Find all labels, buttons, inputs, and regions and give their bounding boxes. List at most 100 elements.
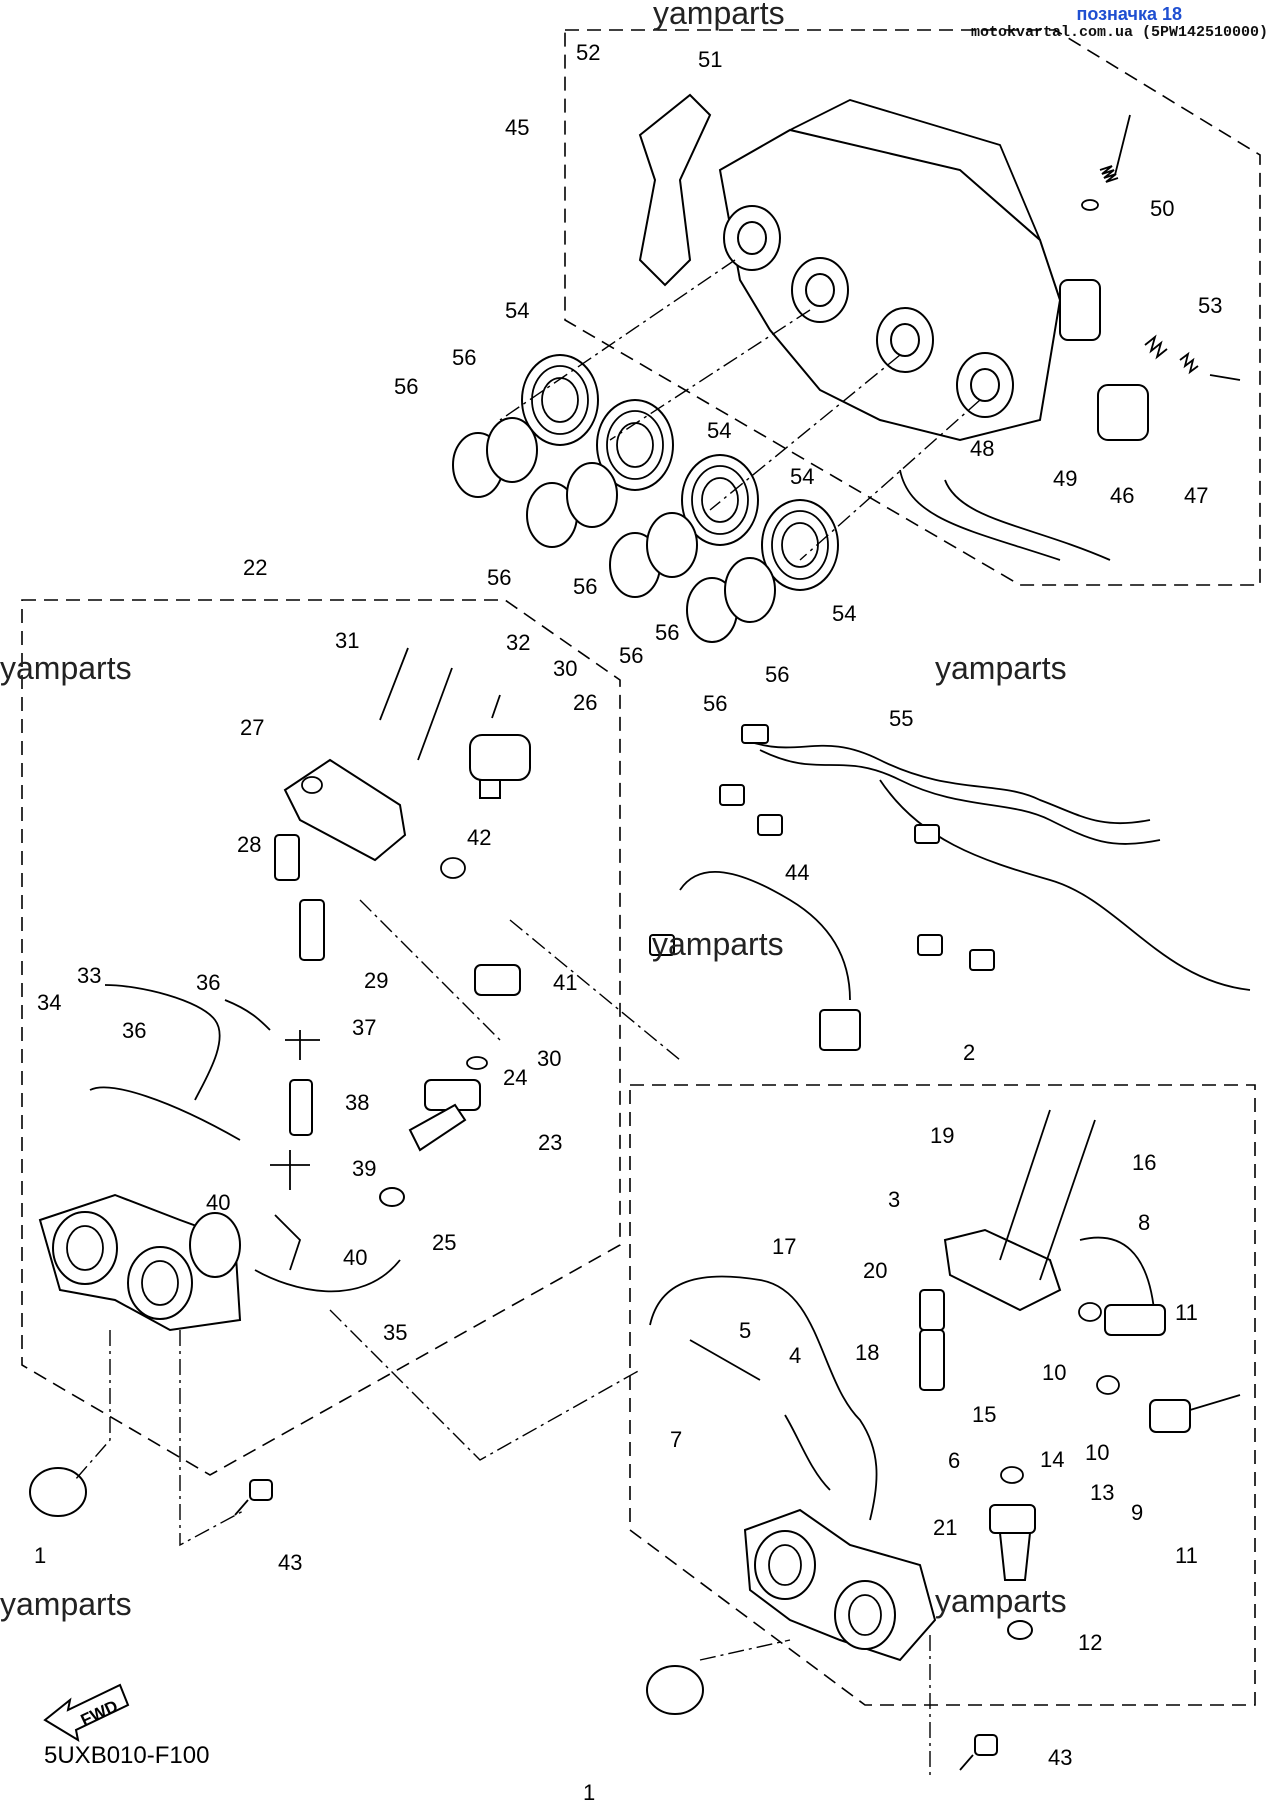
callout-43b: 43 <box>1048 1745 1072 1770</box>
throttle-body-assembly <box>718 99 1101 442</box>
callout-36: 36 <box>196 970 220 995</box>
diagram-code: 5UXB010-F100 <box>44 1742 210 1769</box>
callout-24: 24 <box>503 1065 527 1090</box>
hoses-33-36-35 <box>89 984 401 1293</box>
callout-56a: 56 <box>394 374 418 399</box>
callout-1: 1 <box>34 1543 46 1568</box>
callout-50: 50 <box>1150 196 1174 221</box>
o-ring-1-right <box>646 1665 704 1715</box>
callout-2: 2 <box>963 1040 975 1065</box>
callout-48: 48 <box>970 436 994 461</box>
callout-46: 46 <box>1110 483 1134 508</box>
injector-23 <box>379 1056 488 1207</box>
callout-56g: 56 <box>703 691 727 716</box>
callout-42: 42 <box>467 825 491 850</box>
watermarks: yamparts yamparts yamparts yamparts yamp… <box>0 0 1067 1622</box>
callout-53: 53 <box>1198 293 1222 318</box>
callout-31: 31 <box>335 628 359 653</box>
callout-54d: 54 <box>832 601 856 626</box>
callout-1b: 1 <box>583 1780 595 1800</box>
callout-19: 19 <box>930 1123 954 1148</box>
callout-15: 15 <box>972 1402 996 1427</box>
joints-37-39-40 <box>270 1030 320 1271</box>
watermark-mid: yamparts <box>652 926 784 962</box>
callout-49: 49 <box>1053 466 1077 491</box>
fuel-rail-3 <box>943 1109 1096 1312</box>
hose-49 <box>944 479 1111 561</box>
hoses-17-7-21 <box>649 1275 945 1521</box>
callout-43: 43 <box>278 1550 302 1575</box>
bracket-51 <box>638 93 712 287</box>
injector-13 <box>989 1466 1036 1640</box>
group-box-22 <box>21 599 621 1476</box>
callout-14: 14 <box>1040 1447 1064 1472</box>
watermark-bottom-right: yamparts <box>935 1583 1067 1619</box>
callout-32: 32 <box>506 630 530 655</box>
callout-37: 37 <box>352 1015 376 1040</box>
o-ring-10b <box>1096 1375 1120 1395</box>
callout-22: 22 <box>243 555 267 580</box>
callout-30: 30 <box>553 656 577 681</box>
group-box-45 <box>564 29 1261 586</box>
callout-44: 44 <box>785 860 809 885</box>
sub-harness-44 <box>649 870 861 1051</box>
bolt-43-right <box>959 1734 998 1771</box>
intake-manifold-right <box>743 1508 937 1662</box>
callout-34: 34 <box>37 990 61 1015</box>
callout-39: 39 <box>352 1156 376 1181</box>
callout-23: 23 <box>538 1130 562 1155</box>
watermark-top: yamparts <box>653 0 785 31</box>
watermark-bottom-left: yamparts <box>0 1586 132 1622</box>
callout-55: 55 <box>889 706 913 731</box>
callout-54a: 54 <box>505 298 529 323</box>
callout-56f: 56 <box>655 620 679 645</box>
o-ring-10 <box>1078 1302 1102 1322</box>
callout-28: 28 <box>237 832 261 857</box>
pressure-regulator-26 <box>469 734 531 799</box>
fuel-rail-27 <box>283 758 407 862</box>
callout-51: 51 <box>698 47 722 72</box>
callout-10b: 10 <box>1085 1440 1109 1465</box>
callout-9: 9 <box>1131 1500 1143 1525</box>
callout-18: 18 <box>855 1340 879 1365</box>
callout-56e: 56 <box>619 643 643 668</box>
callout-20: 20 <box>863 1258 887 1283</box>
hose-8 <box>1079 1236 1166 1336</box>
callout-8: 8 <box>1138 1210 1150 1235</box>
callout-36b: 36 <box>122 1018 146 1043</box>
header-site: motokvartal.com.ua (5PW142510000) <box>970 24 1268 41</box>
fwd-arrow-icon: FWD <box>43 1683 130 1743</box>
callout-30b: 30 <box>537 1046 561 1071</box>
bolt-43-left <box>234 1479 273 1516</box>
callout-21: 21 <box>933 1515 957 1540</box>
callout-10: 10 <box>1042 1360 1066 1385</box>
callout-54c: 54 <box>790 464 814 489</box>
screw-spring-53 <box>1144 334 1241 381</box>
callout-56c: 56 <box>487 565 511 590</box>
watermark-right: yamparts <box>935 650 1067 686</box>
callout-26: 26 <box>573 690 597 715</box>
callouts: 1 1 2 3 4 5 6 7 8 9 10 10 11 11 12 13 14… <box>34 40 1222 1800</box>
callout-13: 13 <box>1090 1480 1114 1505</box>
intake-manifold-left <box>38 1193 242 1332</box>
callout-5: 5 <box>739 1318 751 1343</box>
callout-35: 35 <box>383 1320 407 1345</box>
callout-56h: 56 <box>765 662 789 687</box>
callout-40: 40 <box>206 1190 230 1215</box>
callout-52: 52 <box>576 40 600 65</box>
hose-28 <box>274 834 300 881</box>
callout-17: 17 <box>772 1234 796 1259</box>
guide-lines <box>74 259 981 1780</box>
callout-40b: 40 <box>343 1245 367 1270</box>
callout-54b: 54 <box>707 418 731 443</box>
callout-4: 4 <box>789 1343 801 1368</box>
callout-33: 33 <box>77 963 101 988</box>
sensor-46 <box>1097 384 1149 441</box>
callout-47: 47 <box>1184 483 1208 508</box>
o-ring-1-left <box>29 1467 87 1517</box>
callout-12: 12 <box>1078 1630 1102 1655</box>
screw-spring-50 <box>1081 114 1131 211</box>
callout-45: 45 <box>505 115 529 140</box>
intake-joints-54 <box>521 354 839 591</box>
